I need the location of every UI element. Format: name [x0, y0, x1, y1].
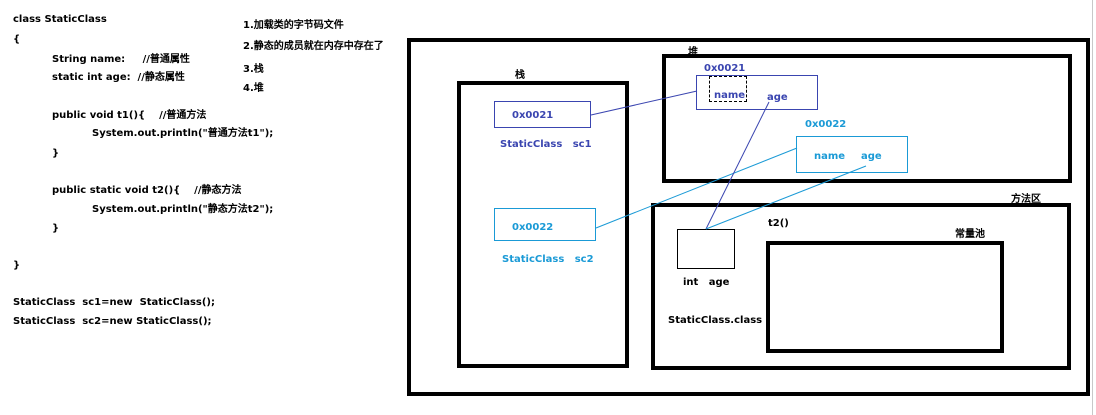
- stack-label: 栈: [515, 70, 525, 81]
- static-field-label: int age: [683, 277, 730, 288]
- method-area-region: [651, 203, 1071, 370]
- heap-obj1-name: name: [714, 90, 746, 101]
- code-class-header: class StaticClass: [13, 14, 107, 25]
- constant-pool-region: [766, 241, 1004, 353]
- code-field-age: static int age: //静态属性: [52, 72, 185, 83]
- ref-line-sc1-to-obj1: [590, 90, 698, 116]
- stack-ref-sc1-value: 0x0021: [512, 110, 554, 121]
- ref-line-obj2-age-to-static: [705, 165, 867, 230]
- heap-obj1-address: 0x0021: [704, 63, 746, 74]
- code-open-brace: {: [13, 34, 21, 45]
- ref-line-obj1-age-to-static: [705, 101, 770, 230]
- ref-line-sc2-to-obj2: [595, 147, 798, 229]
- code-println-t1: System.out.println("普通方法t1");: [92, 128, 274, 139]
- stack-ref-sc1: [494, 101, 591, 128]
- note-heap: 4.堆: [243, 83, 264, 94]
- method-area-label: 方法区: [1011, 194, 1041, 205]
- code-method-t2: public static void t2(){ //静态方法: [52, 185, 242, 196]
- method-t2-label: t2(): [768, 218, 789, 229]
- class-file-label: StaticClass.class: [668, 315, 763, 326]
- scrollbar-track[interactable]: [1092, 0, 1096, 415]
- heap-obj2-name: name: [814, 151, 846, 162]
- heap-obj1-age: age: [767, 92, 788, 103]
- stack-ref-sc2: [494, 208, 596, 241]
- code-close-class: }: [13, 260, 21, 271]
- code-new-sc2: StaticClass sc2=new StaticClass();: [13, 316, 212, 327]
- code-new-sc1: StaticClass sc1=new StaticClass();: [13, 297, 215, 308]
- heap-obj2-age: age: [861, 151, 882, 162]
- heap-obj2: [796, 136, 908, 173]
- heap-region: [662, 54, 1072, 183]
- heap-obj2-address: 0x0022: [805, 119, 847, 130]
- heap-label: 堆: [688, 47, 698, 58]
- note-static-members: 2.静态的成员就在内存中存在了: [243, 41, 384, 52]
- memory-frame: [407, 38, 1090, 396]
- constant-pool-label: 常量池: [955, 229, 985, 240]
- stack-region: [457, 81, 629, 368]
- note-load-bytecode: 1.加载类的字节码文件: [243, 20, 344, 31]
- note-stack: 3.栈: [243, 64, 264, 75]
- heap-obj1-name-field: [709, 76, 747, 102]
- stack-ref-sc2-value: 0x0022: [512, 222, 554, 233]
- code-close-t2: }: [52, 223, 60, 234]
- code-close-t1: }: [52, 148, 60, 159]
- code-println-t2: System.out.println("静态方法t2");: [92, 204, 274, 215]
- static-field-box: [677, 229, 735, 269]
- stack-ref-sc1-name: StaticClass sc1: [500, 139, 592, 150]
- code-method-t1: public void t1(){ //普通方法: [52, 110, 207, 121]
- heap-obj1: [696, 75, 818, 110]
- stack-ref-sc2-name: StaticClass sc2: [502, 254, 594, 265]
- code-field-name: String name: //普通属性: [52, 54, 190, 65]
